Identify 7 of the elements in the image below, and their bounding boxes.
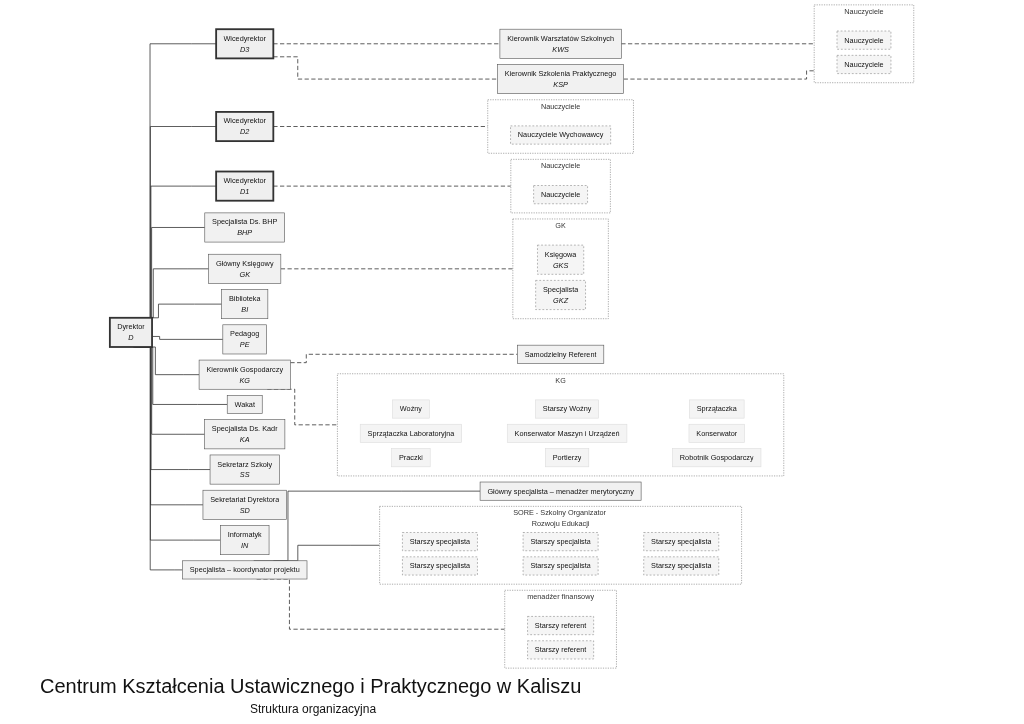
diagram-caption: Struktura organizacyjna xyxy=(250,702,378,716)
connector xyxy=(621,43,815,45)
connector xyxy=(273,43,501,45)
diagram-title: Centrum Kształcenia Ustawicznego i Praktycznego w Kaliszu xyxy=(40,675,583,698)
connector xyxy=(623,70,815,80)
connector xyxy=(273,185,512,187)
connector xyxy=(273,56,499,80)
